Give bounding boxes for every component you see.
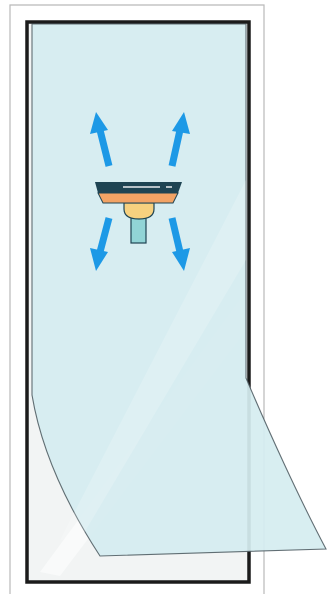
squeegee-band xyxy=(98,193,178,203)
squeegee-neck xyxy=(124,203,154,219)
protective-film xyxy=(32,24,326,556)
